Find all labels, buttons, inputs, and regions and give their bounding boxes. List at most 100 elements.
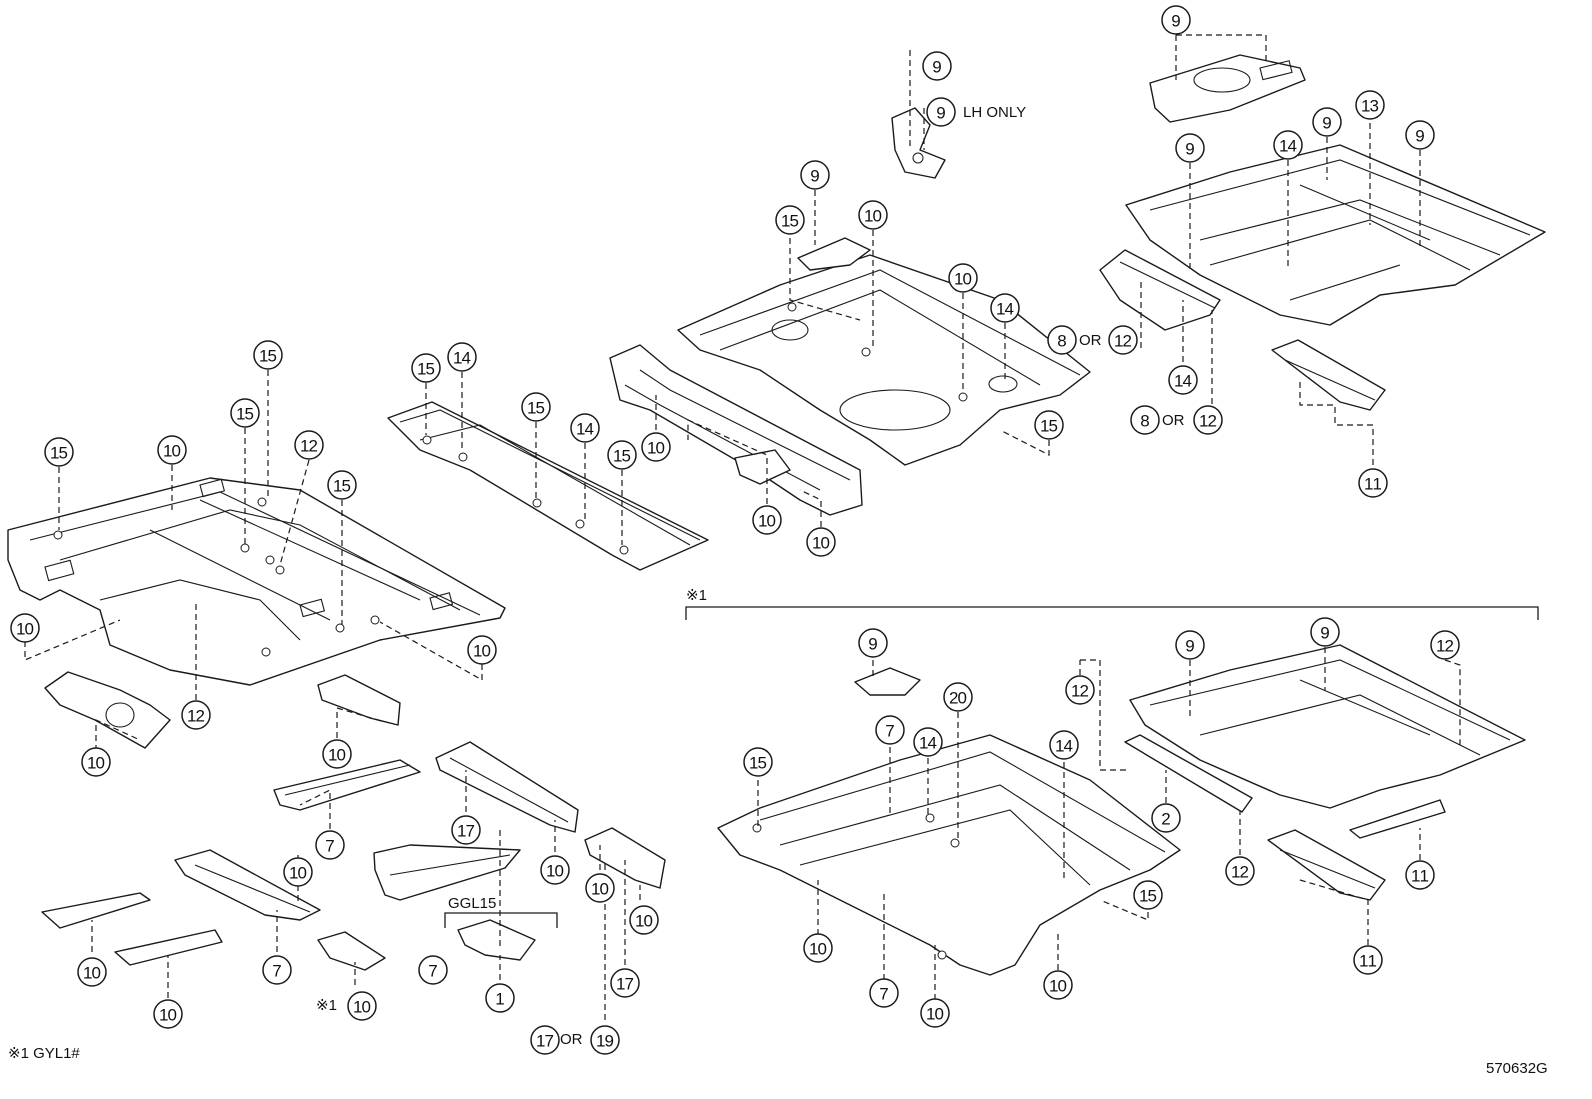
callout-circle bbox=[530, 1025, 560, 1055]
callout-circle bbox=[1225, 856, 1255, 886]
rear-floor-upper-panel bbox=[1149, 54, 1306, 123]
callout-15: 15 bbox=[253, 340, 283, 370]
callout-circle bbox=[1047, 325, 1077, 355]
callout-circle bbox=[451, 815, 481, 845]
callout-circle bbox=[590, 1025, 620, 1055]
callout-number: 10 bbox=[163, 442, 181, 461]
footnote: ※1 GYL1# bbox=[8, 1045, 80, 1062]
callout-circle bbox=[607, 440, 637, 470]
bracket-10-left bbox=[44, 671, 171, 749]
member-7-a bbox=[273, 759, 421, 811]
callout-circle bbox=[990, 293, 1020, 323]
callout-circle bbox=[922, 51, 952, 81]
callout-circle bbox=[1133, 880, 1163, 910]
callout-number: 12 bbox=[300, 437, 318, 456]
callout-number: 12 bbox=[1199, 412, 1217, 431]
callout-number: 14 bbox=[1055, 737, 1073, 756]
callout-14: 14 bbox=[1049, 730, 1079, 760]
callout-number: 7 bbox=[428, 962, 437, 981]
callout-circle bbox=[77, 957, 107, 987]
callout-12: 12 bbox=[1193, 405, 1223, 435]
callout-2: 2 bbox=[1151, 803, 1181, 833]
callout-number: 14 bbox=[996, 300, 1014, 319]
callout-number: 9 bbox=[1322, 114, 1331, 133]
callout-circle bbox=[641, 432, 671, 462]
callout-15: 15 bbox=[743, 747, 773, 777]
callout-11: 11 bbox=[1353, 945, 1383, 975]
member-10-a bbox=[41, 892, 151, 929]
member-10-gyl bbox=[317, 931, 386, 971]
callout-number: 10 bbox=[473, 642, 491, 661]
callout-circle bbox=[1353, 945, 1383, 975]
or-label-3: OR bbox=[560, 1031, 583, 1048]
callout-circle bbox=[1049, 730, 1079, 760]
callout-number: 8 bbox=[1140, 412, 1149, 431]
callout-10: 10 bbox=[81, 747, 111, 777]
callout-number: 9 bbox=[1171, 12, 1180, 31]
callout-7: 7 bbox=[875, 715, 905, 745]
callout-number: 9 bbox=[932, 58, 941, 77]
callout-circle bbox=[1312, 107, 1342, 137]
callout-14: 14 bbox=[990, 293, 1020, 323]
callout-number: 10 bbox=[159, 1006, 177, 1025]
callout-number: 11 bbox=[1364, 475, 1382, 494]
callout-circle bbox=[153, 999, 183, 1029]
callout-15: 15 bbox=[521, 392, 551, 422]
callout-7: 7 bbox=[315, 830, 345, 860]
callout-circle bbox=[943, 682, 973, 712]
lh-only-bracket bbox=[891, 107, 946, 179]
member-17 bbox=[435, 741, 579, 833]
callout-number: 2 bbox=[1161, 810, 1170, 829]
callout-15: 15 bbox=[327, 470, 357, 500]
callout-12: 12 bbox=[181, 700, 211, 730]
member-7-c bbox=[174, 849, 321, 921]
callout-12: 12 bbox=[1225, 856, 1255, 886]
member-10-17 bbox=[584, 827, 666, 889]
callout-circle bbox=[869, 978, 899, 1008]
callout-13: 13 bbox=[1355, 90, 1385, 120]
rear-crossmember-8-12 bbox=[1099, 249, 1221, 331]
callout-number: 15 bbox=[259, 347, 277, 366]
ggl15-label: GGL15 bbox=[448, 895, 496, 912]
callout-circle bbox=[262, 955, 292, 985]
callout-number: 19 bbox=[596, 1032, 614, 1051]
note-mark-label: ※1 bbox=[686, 587, 707, 604]
callout-10: 10 bbox=[283, 857, 313, 887]
callout-15: 15 bbox=[1034, 410, 1064, 440]
callout-circle bbox=[800, 160, 830, 190]
callout-circle bbox=[1405, 120, 1435, 150]
callout-11: 11 bbox=[1405, 860, 1435, 890]
callout-circle bbox=[1130, 405, 1160, 435]
callout-10: 10 bbox=[948, 263, 978, 293]
callout-circle bbox=[1151, 803, 1181, 833]
callout-10: 10 bbox=[629, 905, 659, 935]
callout-number: 15 bbox=[527, 399, 545, 418]
callout-number: 9 bbox=[810, 167, 819, 186]
small-bracket-9 bbox=[797, 237, 871, 271]
callout-14: 14 bbox=[1168, 365, 1198, 395]
callout-circle bbox=[315, 830, 345, 860]
callout-number: 10 bbox=[926, 1005, 944, 1024]
callout-circle bbox=[347, 991, 377, 1021]
callout-circle bbox=[1310, 617, 1340, 647]
callout-10: 10 bbox=[157, 435, 187, 465]
callout-number: 9 bbox=[1415, 127, 1424, 146]
callout-circle bbox=[181, 700, 211, 730]
callout-number: 1 bbox=[495, 990, 504, 1009]
callout-number: 15 bbox=[1139, 887, 1157, 906]
callout-15: 15 bbox=[44, 437, 74, 467]
center-floor-pan bbox=[677, 254, 1091, 466]
member-10-b bbox=[114, 929, 223, 966]
bracket-10-mid bbox=[317, 674, 401, 726]
callout-number: 15 bbox=[50, 444, 68, 463]
figure-code: 570632G bbox=[1486, 1060, 1548, 1077]
callout-circle bbox=[253, 340, 283, 370]
callout-10: 10 bbox=[803, 933, 833, 963]
callout-10: 10 bbox=[77, 957, 107, 987]
callout-number: 15 bbox=[236, 405, 254, 424]
callout-10: 10 bbox=[467, 635, 497, 665]
callout-10: 10 bbox=[858, 200, 888, 230]
callout-7: 7 bbox=[418, 955, 448, 985]
callout-circle bbox=[1273, 130, 1303, 160]
callout-10: 10 bbox=[752, 505, 782, 535]
